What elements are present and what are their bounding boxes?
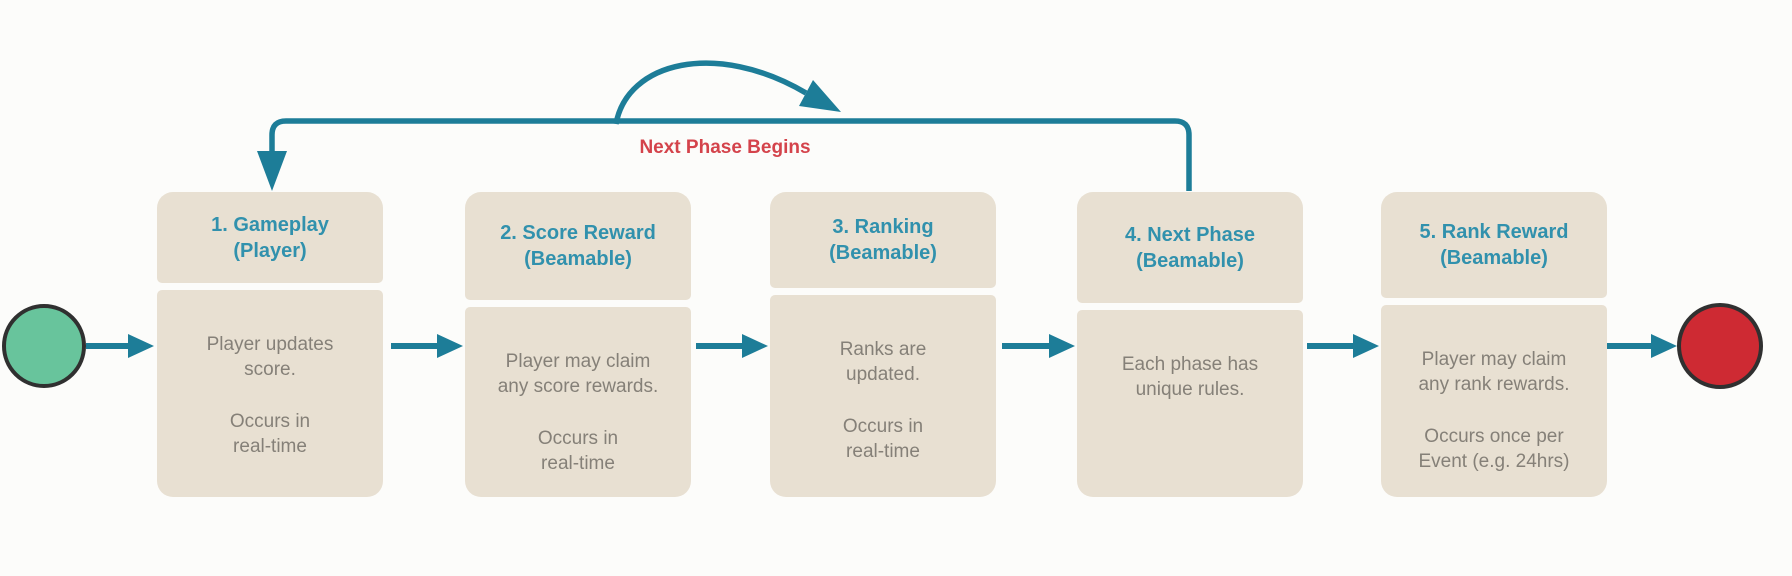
arrow-head-icon — [437, 334, 463, 358]
phase-title: 1. Gameplay (Player) — [211, 213, 329, 262]
phase-title: 5. Rank Reward (Beamable) — [1419, 221, 1569, 269]
arrow-shaft — [1607, 343, 1651, 349]
arrow-head-icon — [742, 334, 768, 358]
phase-body: Player updates score. Occurs in real-tim… — [157, 290, 383, 497]
start-circle-icon — [2, 304, 86, 388]
phase-header: 5. Rank Reward (Beamable) — [1381, 192, 1607, 298]
phase-header: 3. Ranking (Beamable) — [770, 192, 996, 288]
phase-timing: Occurs in real-time — [229, 410, 311, 458]
phase-timing: Occurs in real-time — [537, 427, 619, 475]
arrow-head-icon — [128, 334, 154, 358]
phase-title: 3. Ranking (Beamable) — [829, 216, 937, 264]
arrow-head-icon — [1049, 334, 1075, 358]
phase-description: Each phase has unique rules. — [1121, 354, 1259, 401]
phase-timing: Occurs once per Event (e.g. 24hrs) — [1418, 425, 1570, 473]
flow-arrow-4-to-5 — [1307, 334, 1379, 358]
phase-box-1-gameplay: 1. Gameplay (Player) Player updates scor… — [157, 192, 383, 497]
flow-arrow-3-to-4 — [1002, 334, 1075, 358]
arrow-head-icon — [1651, 334, 1677, 358]
phase-box-5-rank-reward: 5. Rank Reward (Beamable) Player may cla… — [1381, 192, 1607, 497]
loop-arc — [613, 60, 808, 125]
phase-description: Player may claim any rank rewards. — [1418, 349, 1570, 396]
arrow-shaft — [1002, 343, 1049, 349]
phase-description: Player updates score. — [206, 334, 334, 381]
down-arrowhead-icon — [257, 151, 287, 191]
phase-header: 2. Score Reward (Beamable) — [465, 192, 691, 300]
flow-arrow-1-to-2 — [391, 334, 463, 358]
arrow-head-icon — [1353, 334, 1379, 358]
arrow-shaft — [391, 343, 437, 349]
flow-arrow-5-to-end — [1607, 334, 1677, 358]
phase-description: Ranks are updated. — [839, 339, 927, 386]
end-circle-icon — [1677, 303, 1763, 389]
phase-timing: Occurs in real-time — [842, 415, 924, 463]
phase-header: 1. Gameplay (Player) — [157, 192, 383, 283]
arrow-shaft — [696, 343, 742, 349]
phase-body: Player may claim any score rewards. Occu… — [465, 307, 691, 497]
phase-body: Each phase has unique rules. — [1077, 310, 1303, 497]
phase-body: Ranks are updated. Occurs in real-time — [770, 295, 996, 497]
loop-arc-arrowhead-icon — [799, 80, 841, 112]
phase-header: 4. Next Phase (Beamable) — [1077, 192, 1303, 303]
phase-box-3-ranking: 3. Ranking (Beamable) Ranks are updated.… — [770, 192, 996, 497]
phase-body: Player may claim any rank rewards. Occur… — [1381, 305, 1607, 497]
loop-label: Next Phase Begins — [639, 137, 811, 158]
phase-title: 2. Score Reward (Beamable) — [500, 222, 656, 270]
phase-title: 4. Next Phase (Beamable) — [1124, 223, 1256, 272]
phase-box-2-score-reward: 2. Score Reward (Beamable) Player may cl… — [465, 192, 691, 497]
phase-box-4-next-phase: 4. Next Phase (Beamable) Each phase has … — [1077, 192, 1303, 497]
phase-description: Player may claim any score rewards. — [497, 351, 659, 398]
arrow-shaft — [1307, 343, 1353, 349]
arrow-shaft — [86, 343, 128, 349]
flow-arrow-2-to-3 — [696, 334, 768, 358]
flow-arrow-start-to-1 — [86, 334, 154, 358]
